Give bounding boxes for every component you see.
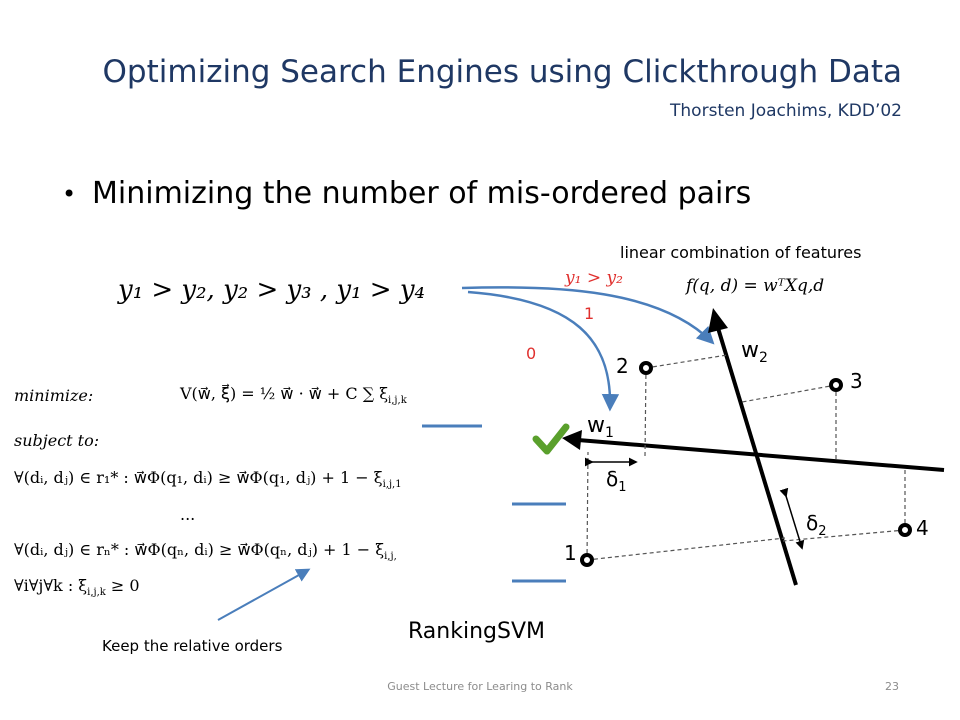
score-function: 𝑓(𝑞, 𝑑) = 𝑤ᵀ𝑋𝑞,𝑑 (686, 276, 825, 296)
objective: V(w⃗, ξ⃗) = ½ w⃗ · w⃗ + C ∑ ξi,j,k (180, 384, 407, 406)
projection-lines (586, 354, 906, 561)
linear-combination-label: linear combination of features (620, 243, 862, 262)
page-number: 23 (885, 680, 899, 693)
preference-pairs: 𝑦₁ > 𝑦₂, 𝑦₂ > 𝑦₃ , 𝑦₁ > 𝑦₄ (118, 275, 425, 305)
constraint-1: ∀(dᵢ, dⱼ) ∈ r₁* : w⃗Φ(q₁, dᵢ) ≥ w⃗Φ(q₁, … (14, 468, 402, 490)
constraint-1-text: ∀(dᵢ, dⱼ) ∈ r₁* : w⃗Φ(q₁, dᵢ) ≥ w⃗Φ(q₁, … (14, 468, 383, 487)
slide-title: Optimizing Search Engines using Clickthr… (102, 54, 902, 90)
point-label-1: 1 (564, 541, 577, 565)
point-label-2: 2 (616, 354, 629, 378)
w2-label: w2 (741, 338, 768, 366)
bullet-icon: • (62, 180, 77, 208)
ranking-svm-label: RankingSVM (408, 619, 545, 644)
objective-sub: i,j,k (388, 395, 407, 407)
bullet-text: Minimizing the number of mis-ordered pai… (92, 176, 752, 211)
data-points (580, 361, 912, 567)
label-one: 1 (584, 304, 595, 323)
constraint-3-sub: i,j,k (87, 587, 106, 599)
delta1-label: δ1 (606, 467, 627, 495)
constraint-2-sub: i,j, (384, 551, 397, 563)
red-preference: 𝑦₁ > 𝑦₂ (565, 268, 623, 288)
slide-subtitle: Thorsten Joachims, KDD’02 (670, 101, 902, 121)
arrow-keep-orders (217, 568, 311, 621)
check-icon (532, 423, 570, 455)
objective-text: V(w⃗, ξ⃗) = ½ w⃗ · w⃗ + C ∑ ξ (180, 384, 389, 403)
point-label-4: 4 (916, 516, 929, 540)
w1-arrowhead (562, 430, 582, 450)
footer-text: Guest Lecture for Learing to Rank (387, 680, 573, 693)
arrow-to-w1 (467, 290, 620, 412)
w1-axis (577, 438, 945, 472)
minimize-label: minimize: (14, 386, 94, 405)
ellipsis: ... (180, 505, 196, 524)
constraint-2: ∀(dᵢ, dⱼ) ∈ rₙ* : w⃗Φ(qₙ, dᵢ) ≥ w⃗Φ(qₙ, … (14, 540, 397, 562)
delta2-bracket (779, 487, 805, 550)
w2-arrowhead (708, 308, 728, 333)
constraint-3: ∀i∀j∀k : ξi,j,k ≥ 0 (14, 576, 140, 598)
point-label-3: 3 (850, 369, 863, 393)
constraint-2-text: ∀(dᵢ, dⱼ) ∈ rₙ* : w⃗Φ(qₙ, dᵢ) ≥ w⃗Φ(qₙ, … (14, 540, 385, 559)
constraint-1-sub: i,j,1 (382, 479, 402, 491)
keep-relative-orders-label: Keep the relative orders (102, 637, 283, 655)
w1-label: w1 (587, 413, 614, 441)
subject-label: subject to: (14, 431, 100, 450)
delta2-label: δ2 (806, 511, 827, 539)
label-zero: 0 (526, 344, 537, 363)
constraint-3-text: ∀i∀j∀k : ξ (14, 576, 88, 595)
arrow-to-w2 (461, 286, 715, 345)
constraint-3-tail: ≥ 0 (105, 576, 140, 595)
